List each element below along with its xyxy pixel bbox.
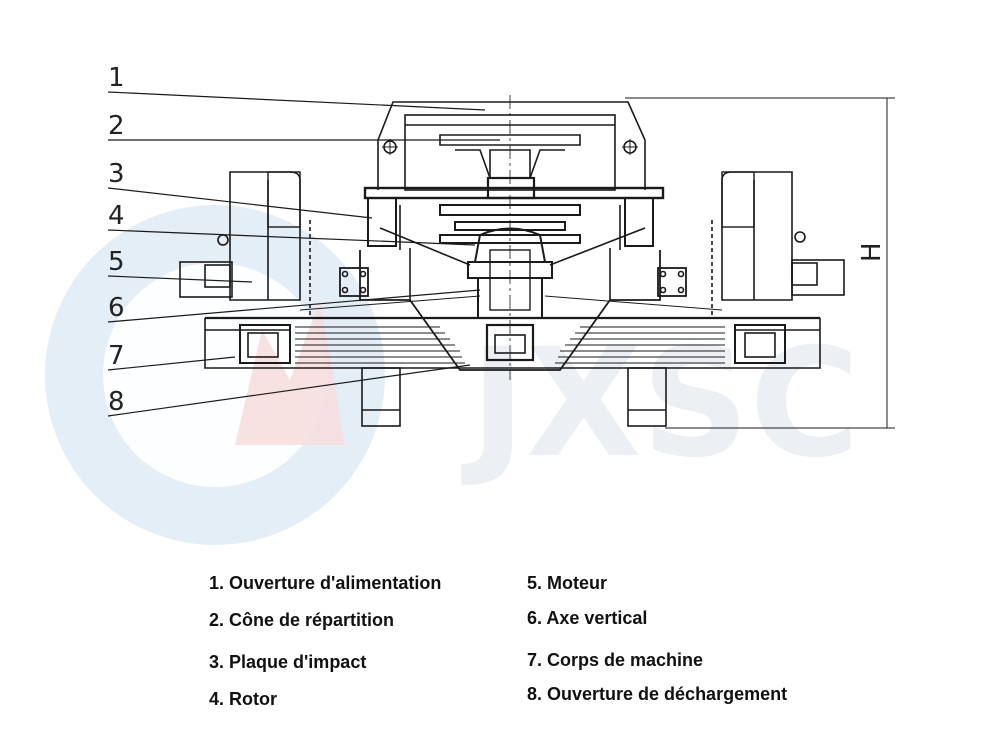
legend-item-3: 3. Plaque d'impact xyxy=(209,652,367,672)
watermark: JXSC xyxy=(45,205,860,545)
legend-item-4: 4. Rotor xyxy=(209,689,278,709)
leg-right xyxy=(627,367,667,427)
technical-drawing xyxy=(107,91,895,429)
callout-7: 7 xyxy=(108,341,125,371)
rotor xyxy=(473,227,547,263)
callout-3: 3 xyxy=(108,159,125,189)
legend-item-5: 5. Moteur xyxy=(527,573,608,593)
legend-item-1: 1. Ouverture d'alimentation xyxy=(209,573,442,593)
discharge-box xyxy=(485,323,535,362)
callout-leaders xyxy=(107,91,500,417)
legend-item-2: 2. Cône de répartition xyxy=(209,610,395,630)
callout-5: 5 xyxy=(108,247,125,277)
callout-4: 4 xyxy=(108,201,125,231)
legend-item-6: 6. Axe vertical xyxy=(527,608,648,628)
callout-numbers: 1 2 3 4 5 6 7 8 xyxy=(108,63,125,417)
feed-housing xyxy=(377,101,646,190)
watermark-flame xyxy=(235,300,345,445)
callout-8: 8 xyxy=(108,387,125,417)
leg-left xyxy=(361,367,401,427)
callout-1: 1 xyxy=(108,63,125,93)
legend-item-7: 7. Corps de machine xyxy=(527,650,704,670)
motor-right xyxy=(721,171,793,301)
legend-item-8: 8. Ouverture de déchargement xyxy=(527,684,788,704)
callout-2: 2 xyxy=(108,111,125,141)
dimension-h-label: H xyxy=(857,242,887,262)
callout-6: 6 xyxy=(108,293,125,323)
watermark-text: JXSC xyxy=(461,317,860,491)
